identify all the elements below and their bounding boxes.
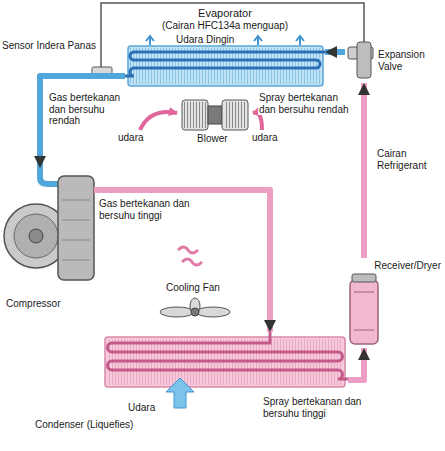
component-label: Evaporator — [198, 7, 252, 20]
air-in-arrow — [253, 113, 262, 130]
part-label: Blower — [197, 133, 228, 145]
air-in-arrow — [140, 112, 177, 130]
part-label: Sensor Indera Panas — [2, 40, 96, 52]
component-label: Expansion Valve — [378, 49, 440, 72]
part-label: udara — [252, 132, 278, 144]
pipe-label: Cairan Refrigerant — [376, 148, 442, 171]
refrigerant-pipe — [361, 83, 367, 258]
compressor-body — [58, 176, 94, 280]
fan-blade — [160, 307, 194, 317]
pipe-label: Spray bertekanan dan bersuhu rendah — [258, 92, 355, 115]
refrigerant-pipe — [94, 190, 270, 332]
component-label: Receiver/Dryer — [374, 260, 441, 272]
pipe-label: Spray bertekanan dan bersuhu tinggi — [262, 396, 364, 419]
refrigerant-pipe — [348, 348, 364, 380]
component: Compressor — [2, 168, 94, 310]
blower-drum — [222, 100, 248, 130]
part-label: Udara — [128, 402, 155, 414]
blower-drum — [182, 100, 208, 130]
receiver-tank — [350, 280, 378, 344]
compressor-pulley — [14, 214, 58, 258]
component-label: Condenser (Liquefies) — [35, 419, 133, 431]
condenser-tube — [108, 332, 349, 379]
blower-vanes — [224, 102, 246, 128]
blower-vanes — [184, 102, 206, 128]
compressor-port — [40, 168, 58, 184]
receiver-band — [354, 292, 374, 330]
component: Receiver/Dryer — [345, 258, 443, 348]
component-label: (Cairan HFC134a menguap) — [162, 20, 288, 32]
valve-housing — [357, 42, 371, 78]
fan-blade — [196, 307, 230, 317]
part-label: Cooling Fan — [166, 282, 220, 294]
fan-hub — [191, 308, 199, 316]
compressor-ribs — [62, 200, 90, 260]
refrigerant-pipe — [40, 76, 125, 168]
component: Evaporator(Cairan HFC134a menguap) — [125, 6, 325, 88]
heat-sensor — [92, 67, 112, 74]
pipe-label: Gas bertekanan dan bersuhu tinggi — [98, 198, 200, 221]
pipe-label: Gas bertekanan dan bersuhu rendah — [48, 92, 124, 127]
heat-wave — [178, 247, 202, 265]
part-label: Udara Dingin — [176, 34, 234, 46]
air-flow-arrow — [166, 378, 194, 408]
part-label: udara — [118, 132, 144, 144]
refrigerant-pipe — [325, 49, 345, 55]
evaporator-tube — [125, 52, 325, 76]
receiver-cap — [352, 274, 376, 282]
compressor-hub — [29, 229, 43, 243]
component: Expansion Valve — [345, 38, 442, 83]
blower-motor — [208, 106, 222, 124]
component-label: Compressor — [6, 298, 60, 310]
